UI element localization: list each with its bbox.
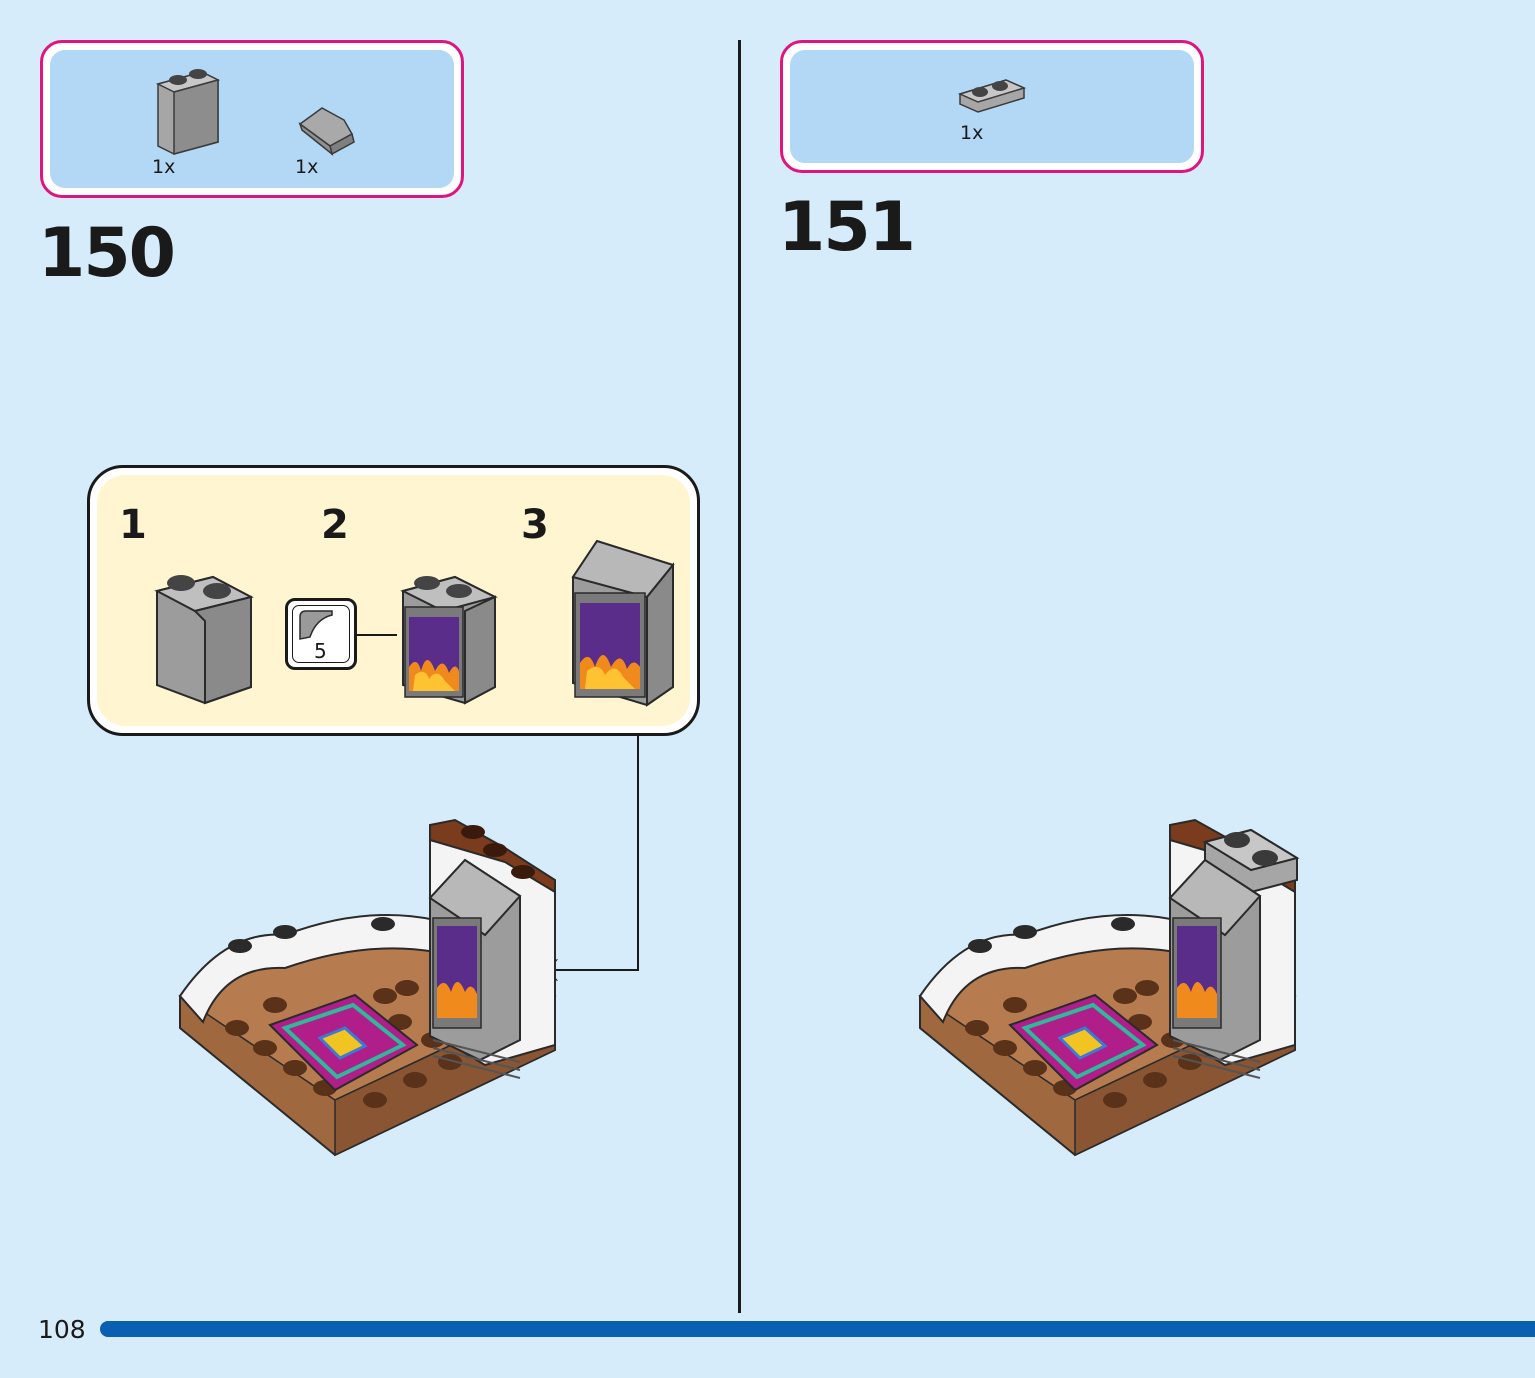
callout-connector-vertical <box>637 736 639 971</box>
step-number-150: 150 <box>38 214 176 293</box>
gray-brick-1x2x2-icon <box>155 69 221 155</box>
gray-slope-icon <box>298 107 355 156</box>
substep-number-3: 3 <box>521 502 549 548</box>
part-qty: 1x <box>295 156 319 178</box>
sticker-card: 5 <box>285 598 357 670</box>
gray-brick-icon <box>154 575 254 705</box>
model-step-150 <box>178 818 557 1157</box>
callout-connector-horizontal <box>545 969 639 971</box>
step-divider <box>738 40 741 1313</box>
parts-callout-151: 1x <box>780 40 1204 173</box>
model-step-151 <box>918 818 1300 1157</box>
parts-callout-150: 1x 1x <box>40 40 464 198</box>
sticker-peel-icon <box>299 610 333 640</box>
sticker-number: 5 <box>314 639 327 663</box>
part-qty: 1x <box>960 122 984 144</box>
sticker-connector <box>357 634 397 636</box>
substep-number-2: 2 <box>321 502 349 548</box>
step-number-151: 151 <box>778 188 916 267</box>
part-qty: 1x <box>152 156 176 178</box>
substep-callout: 1 2 3 5 <box>87 465 700 736</box>
substep-number-1: 1 <box>119 502 147 548</box>
parts-callout-inner: 1x 1x <box>50 50 454 188</box>
page-number: 108 <box>38 1315 86 1344</box>
fireplace-assembly-icon <box>571 539 675 707</box>
gray-plate-1x2-icon <box>957 79 1027 113</box>
progress-bar <box>100 1321 1535 1337</box>
substep-callout-inner: 1 2 3 5 <box>97 475 690 726</box>
fireplace-brick-icon <box>400 575 498 705</box>
parts-callout-inner: 1x <box>790 50 1194 163</box>
sticker-card-inner <box>292 605 350 663</box>
